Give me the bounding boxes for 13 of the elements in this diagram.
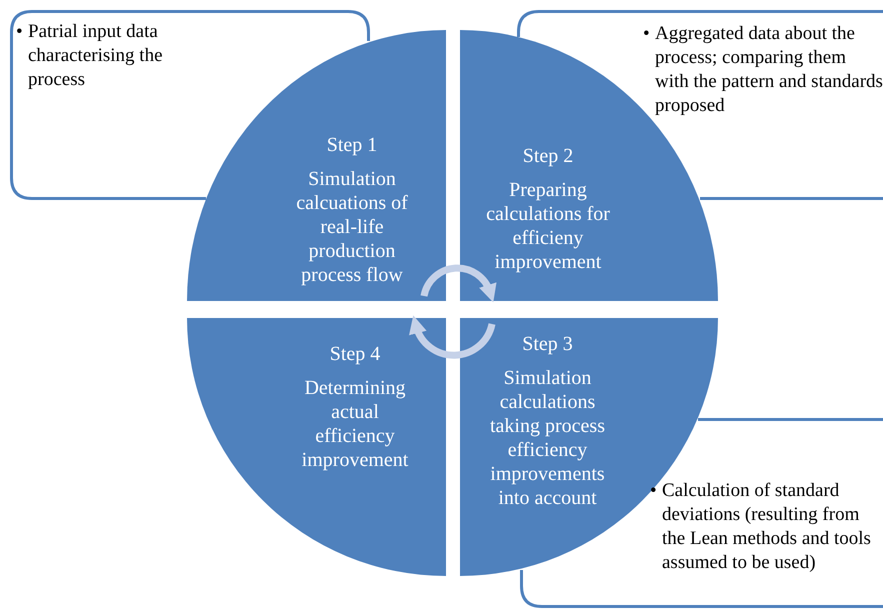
step-title: Step 3 xyxy=(522,332,573,356)
step-description: Preparing calculations for efficieny improvement xyxy=(485,178,611,274)
step-description: Simulation calcuations of real-life production process flow xyxy=(295,167,409,287)
step-description: Determining actual efficiency improvement xyxy=(300,376,410,472)
bullet-marker: • xyxy=(16,20,24,44)
note-text: Patrial input data characterising the process xyxy=(28,20,164,92)
note-text: Calculation of standard deviations (resulting from the Lean methods and tools assumed to be used) xyxy=(662,479,872,575)
step-title: Step 2 xyxy=(522,144,574,168)
step-description: Simulation calculations taking process efficiency improvements into account xyxy=(489,366,606,510)
step-title: Step 1 xyxy=(326,133,378,157)
step-title: Step 4 xyxy=(330,342,380,366)
bullet-marker: • xyxy=(643,22,651,46)
note-text: Aggregated data about the process; comparing them with the pattern and standards proposed xyxy=(655,22,883,118)
